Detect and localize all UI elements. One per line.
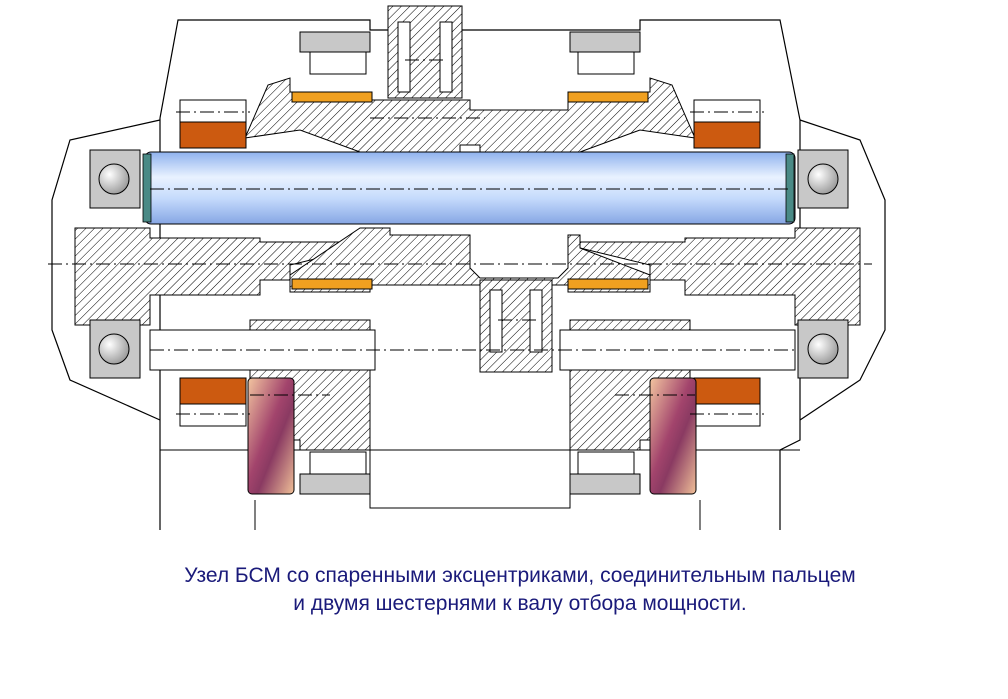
thick-bushing-upper-left <box>179 121 247 149</box>
ball-upper-left <box>98 163 130 195</box>
ball-lower-left <box>98 333 130 365</box>
bushing-holder-lower-left <box>179 403 247 427</box>
caption-line-2: и двумя шестернями к валу отбора мощност… <box>293 592 747 615</box>
thin-bushing-upper-left <box>291 91 373 103</box>
upper-gear-window-1 <box>397 21 411 93</box>
shaft-end-right <box>785 153 795 223</box>
thick-bushing-lower-right <box>693 377 761 405</box>
thick-bushing-lower-left <box>179 377 247 405</box>
bearing-bottom-right-outer <box>569 473 641 495</box>
bearing-top-right-inner <box>577 51 635 75</box>
shaft-end-left <box>142 153 152 223</box>
bushing-holder-lower-right <box>693 403 761 427</box>
bearing-top-left-inner <box>309 51 367 75</box>
diagram-caption: Узел БСМ со спаренными эксцентриками, со… <box>0 562 1008 618</box>
thin-bushing-lower-left <box>291 278 373 290</box>
lower-eccentric-section <box>289 227 651 293</box>
bearing-bottom-left-inner <box>309 451 367 475</box>
ball-lower-right <box>807 333 839 365</box>
bushing-holder-upper-right <box>693 99 761 123</box>
housing-left-bulge <box>51 119 161 421</box>
caption-line-1: Узел БСМ со спаренными эксцентриками, со… <box>184 564 856 587</box>
upper-gear-window-2 <box>439 21 453 93</box>
thick-bushing-upper-right <box>693 121 761 149</box>
lower-gear-window-2 <box>529 289 543 353</box>
ball-upper-right <box>807 163 839 195</box>
center-lines <box>48 59 872 415</box>
lower-gear-window-1 <box>489 289 503 353</box>
connecting-pin-right <box>649 377 697 495</box>
right-housing-section <box>579 227 861 326</box>
main-shaft <box>144 151 796 225</box>
thin-bushing-lower-right <box>567 278 649 290</box>
bushing-holder-upper-left <box>179 99 247 123</box>
lower-center-block <box>369 449 571 509</box>
left-housing-section <box>74 227 361 326</box>
connecting-pin-left <box>247 377 295 495</box>
upper-eccentric-section <box>244 77 696 153</box>
bearing-top-right-outer <box>569 31 641 53</box>
housing-right-bulge <box>799 119 886 421</box>
bearing-top-left-outer <box>299 31 371 53</box>
housing-outline <box>159 19 801 530</box>
bearing-bottom-left-outer <box>299 473 371 495</box>
bearing-bottom-right-inner <box>577 451 635 475</box>
thin-bushing-upper-right <box>567 91 649 103</box>
